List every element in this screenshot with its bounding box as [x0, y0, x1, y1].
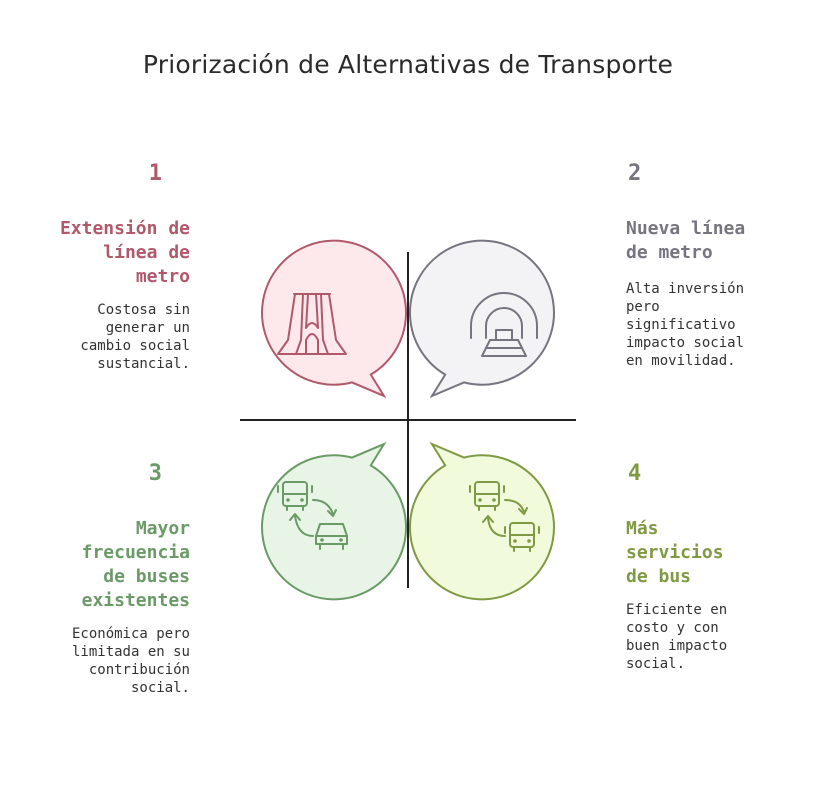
item-1-number: 1	[148, 161, 162, 186]
item-3-number: 3	[148, 461, 162, 486]
bubble-1	[261, 239, 407, 399]
metro-tunnel-icon	[470, 292, 538, 357]
metro-extension-icon	[277, 293, 347, 355]
bubble-3	[261, 441, 407, 601]
page-title: Priorización de Alternativas de Transpor…	[142, 50, 674, 79]
bus-to-car-icon	[277, 481, 348, 550]
item-4-number: 4	[628, 461, 642, 486]
bubble-4	[409, 441, 555, 601]
item-2-number: 2	[628, 161, 642, 186]
bus-to-bus-icon	[469, 481, 540, 552]
bubble-2	[409, 239, 555, 399]
